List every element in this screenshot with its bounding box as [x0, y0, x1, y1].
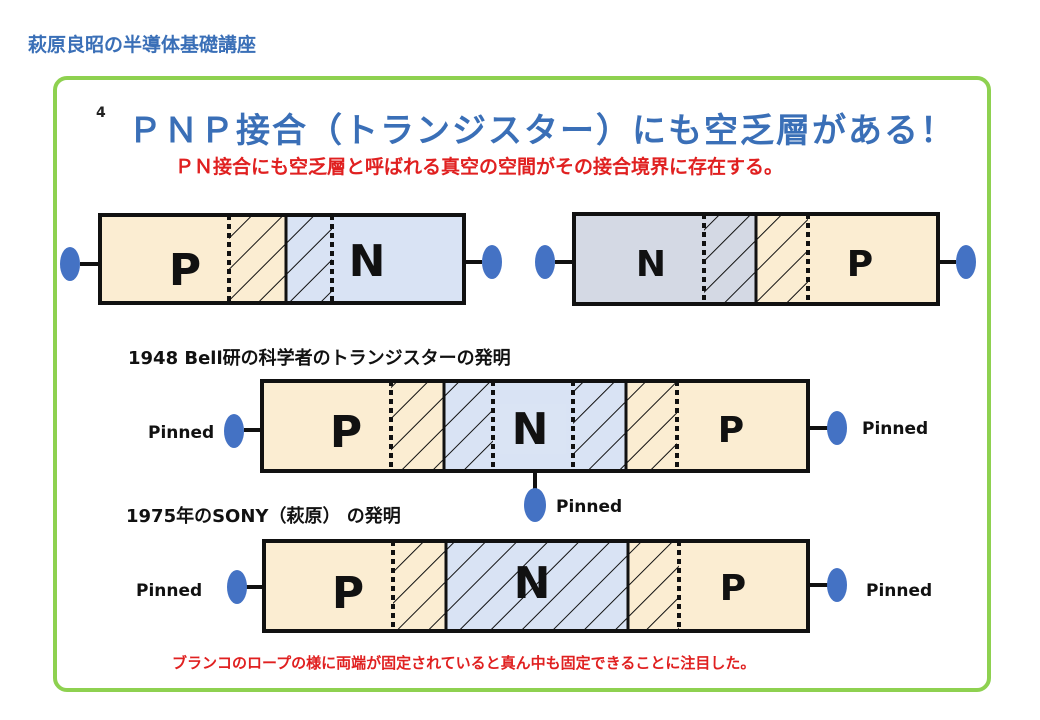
bell-caption: 1948 Bell研の科学者のトランジスターの発明: [128, 348, 511, 369]
pn-left-terminal: [60, 247, 80, 281]
np-n-label: N: [636, 244, 666, 285]
sony-p-right-label: P: [720, 568, 746, 609]
bell-pinned-left: Pinned: [148, 423, 214, 443]
sony-pinned-left: Pinned: [136, 581, 202, 601]
bell-pinned-right: Pinned: [862, 419, 928, 439]
np-junction-diagram: N P: [535, 212, 976, 306]
sony-pnp-diagram: P N P Pinned Pinned: [136, 539, 932, 633]
slide-number: 4: [96, 105, 106, 121]
pn-p-label: P: [169, 245, 201, 296]
sony-pinned-right: Pinned: [866, 581, 932, 601]
pn-depletion-layer: [229, 215, 332, 303]
np-right-terminal: [956, 245, 976, 279]
pn-junction-diagram: P N: [60, 213, 502, 305]
bell-p-right-label: P: [718, 410, 744, 451]
bell-bottom-terminal: [524, 488, 546, 522]
bell-left-terminal: [224, 414, 244, 448]
slide-subtitle: ＰＮ接合にも空乏層と呼ばれる真空の空間がその接合境界に存在する。: [175, 156, 784, 178]
slide-frame: [53, 76, 991, 692]
sony-caption: 1975年のSONY（萩原） の発明: [126, 506, 401, 527]
pn-right-terminal: [482, 245, 502, 279]
bell-right-terminal: [827, 411, 847, 445]
bell-pinned-bottom: Pinned: [556, 497, 622, 517]
bottom-note: ブランコのロープの様に両端が固定されていると真ん中も固定できることに注目した。: [172, 654, 756, 672]
sony-n-label: N: [514, 558, 551, 609]
bell-depletion-left: [391, 381, 493, 471]
sony-full-depletion: [393, 541, 679, 631]
bell-p-left-label: P: [330, 407, 362, 458]
sony-left-terminal: [227, 570, 247, 604]
header-title: 萩原良昭の半導体基礎講座: [28, 34, 257, 56]
np-left-terminal: [535, 245, 555, 279]
pn-n-label: N: [349, 236, 386, 287]
bell-n-label: N: [512, 404, 549, 455]
np-p-label: P: [847, 244, 873, 285]
sony-p-left-label: P: [332, 568, 364, 619]
bell-pnp-diagram: P N P Pinned Pinned Pinned: [148, 379, 928, 522]
slide-title: ＰＮＰ接合（トランジスター）にも空乏層がある！: [128, 111, 956, 151]
sony-right-terminal: [827, 568, 847, 602]
